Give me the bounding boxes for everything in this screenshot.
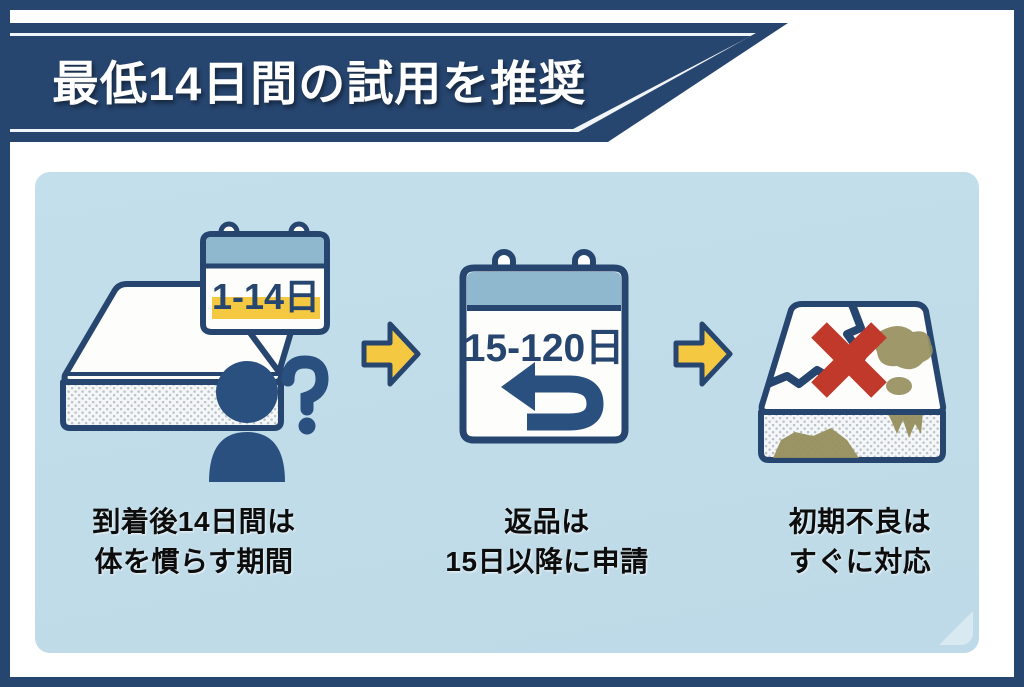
arrow-right-icon (361, 321, 421, 386)
arrow-right-icon (673, 321, 733, 386)
step-3-illustration (741, 172, 979, 502)
step-3-caption-line-1: 初期不良は (788, 506, 932, 537)
step-2-caption-line-1: 返品は (504, 506, 590, 537)
content-panel: 1-14日 到着後14日間は 体を慣らす期間 (35, 172, 979, 653)
step-trial-period: 1-14日 到着後14日間は 体を慣らす期間 (35, 172, 353, 653)
step-1-illustration: 1-14日 (35, 172, 353, 502)
header-banner (10, 23, 788, 142)
x-mark-icon (811, 322, 887, 398)
poster-page: 最低14日間の試用を推奨 (10, 10, 1014, 677)
step-2-illustration: 15-120日 (429, 172, 665, 502)
step-1-caption-line-2: 体を慣らす期間 (94, 545, 294, 577)
step-2-calendar-label: 15-120日 (464, 327, 624, 370)
step-return-window: 15-120日 返品は 15日以降に申請 (429, 172, 665, 653)
page-title: 最低14日間の試用を推奨 (52, 57, 587, 110)
step-defect-response: 初期不良は すぐに対応 (741, 172, 979, 653)
step-1-calendar-label: 1-14日 (212, 276, 320, 317)
calendar-speech-bubble-icon: 1-14日 (200, 221, 330, 375)
step-3-caption: 初期不良は すぐに対応 (789, 502, 932, 582)
step-3-caption-line-2: すぐに対応 (788, 545, 932, 577)
step-2-caption: 返品は 15日以降に申請 (445, 502, 648, 582)
person-question-icon (209, 355, 329, 482)
arrow-2 (665, 172, 741, 653)
calendar-return-arrow-icon: 15-120日 (459, 249, 629, 444)
arrow-1 (353, 172, 429, 653)
steps-row: 1-14日 到着後14日間は 体を慣らす期間 (35, 172, 979, 653)
step-1-caption: 到着後14日間は 体を慣らす期間 (92, 502, 295, 582)
damaged-mattress-icon (758, 301, 947, 463)
step-2-caption-line-2: 15日以降に申請 (445, 545, 649, 577)
step-1-caption-line-1: 到着後14日間は (92, 506, 296, 537)
